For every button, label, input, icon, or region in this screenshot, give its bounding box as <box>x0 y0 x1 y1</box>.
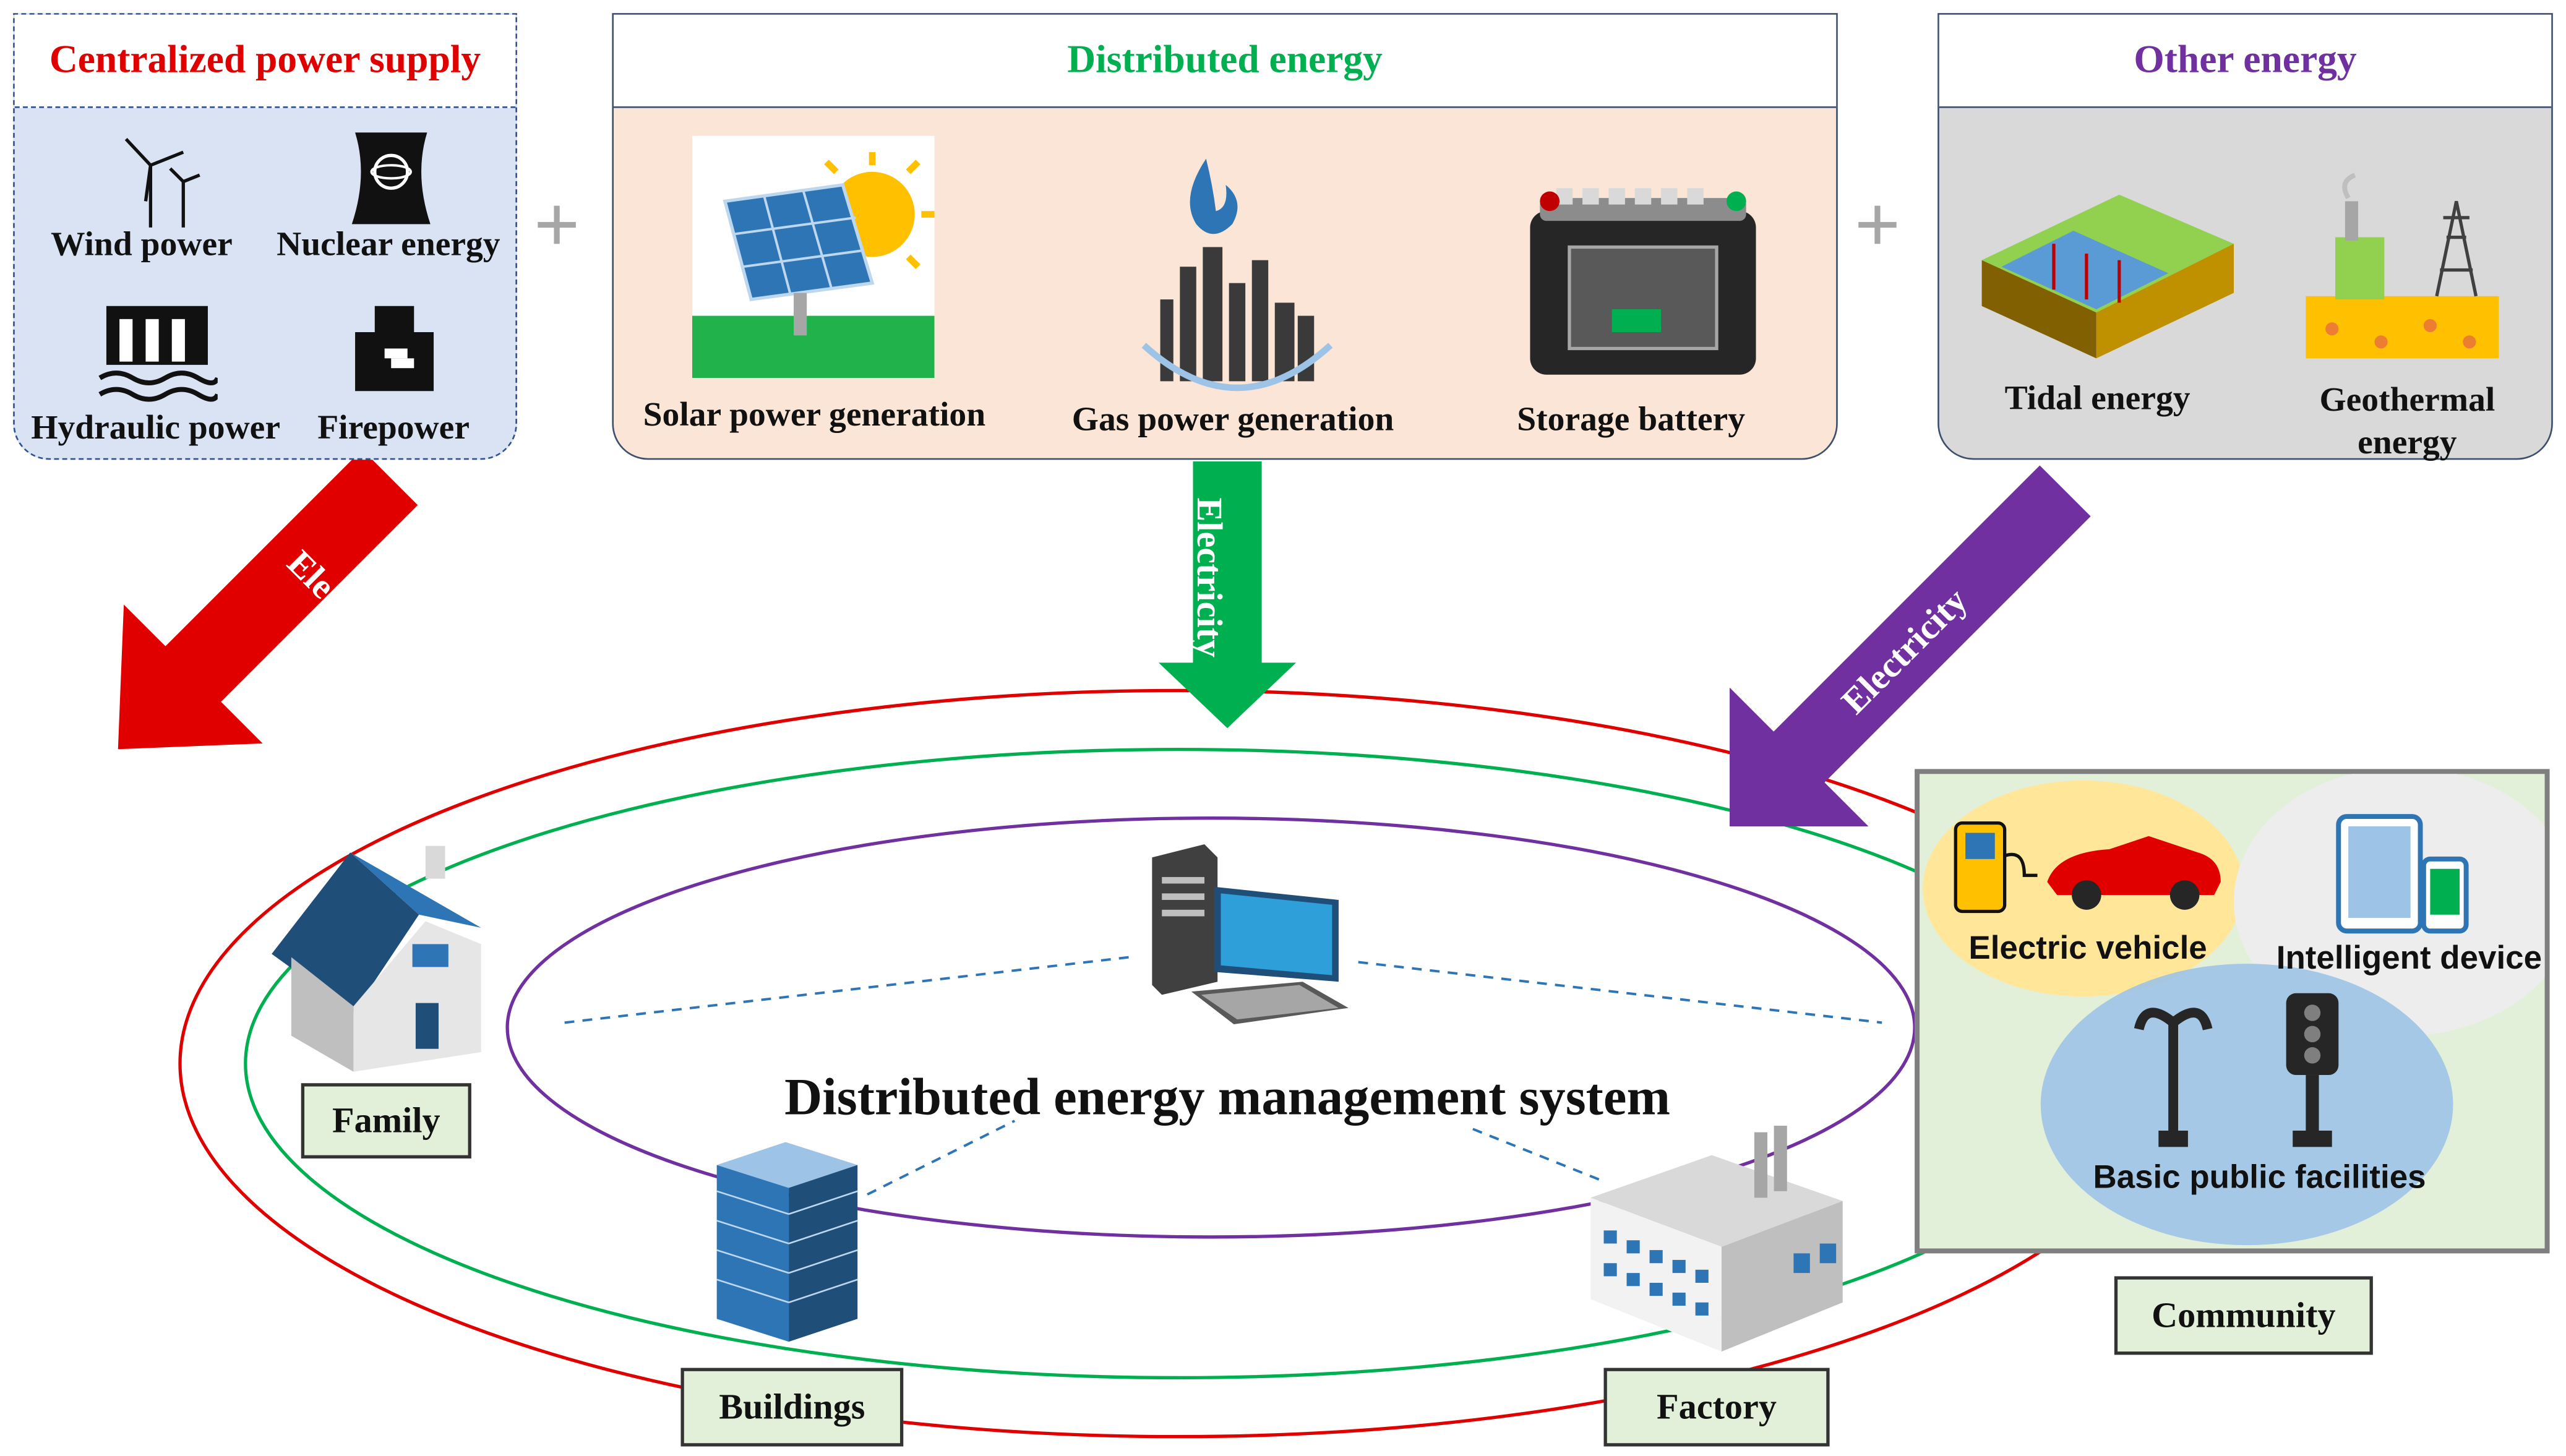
house-icon <box>272 846 481 1072</box>
hydraulic-power-label: Hydraulic power <box>31 407 281 447</box>
plus-icon-right: + <box>1854 178 1901 270</box>
thermal-plant-icon <box>355 306 434 392</box>
solar-power-label: Solar power generation <box>643 394 986 434</box>
public-facilities-label: Basic public facilities <box>2093 1160 2426 1196</box>
centralized-box: Centralized power supply Wind power Nucl… <box>13 13 517 460</box>
plus-icon-left: + <box>533 178 580 270</box>
community-tag: Community <box>2114 1276 2373 1355</box>
intelligent-device-label: Intelligent device <box>2276 941 2542 977</box>
distributed-box: Distributed energy Solar power generatio… <box>612 13 1838 460</box>
buildings-tag: Buildings <box>680 1368 904 1447</box>
geothermal-energy-label: Geothermal energy <box>2319 379 2495 462</box>
factory-icon <box>1590 1126 1843 1352</box>
wind-turbine-icon <box>124 138 200 228</box>
dashed-links <box>564 956 1882 1196</box>
community-box: Electric vehicle Intelligent device Basi… <box>1915 769 2550 1254</box>
inner-ring-purple <box>505 816 1916 1239</box>
other-title: Other energy <box>1939 14 2552 108</box>
storage-battery-label: Storage battery <box>1517 399 1745 439</box>
gas-power-label: Gas power generation <box>1071 399 1394 439</box>
storage-battery-icon <box>1530 188 1756 375</box>
family-tag: Family <box>301 1083 471 1158</box>
building-icon <box>716 1142 858 1342</box>
electric-vehicle-label: Electric vehicle <box>1968 931 2207 967</box>
computer-icon <box>1152 844 1349 1025</box>
gas-plant-icon <box>1141 158 1333 392</box>
factory-tag: Factory <box>1603 1368 1830 1447</box>
centralized-title: Centralized power supply <box>14 14 516 108</box>
distributed-title: Distributed energy <box>614 14 1837 108</box>
arrow-purple-shape <box>1730 465 2091 827</box>
tidal-energy-label: Tidal energy <box>2004 378 2191 418</box>
smart-device-icon <box>2336 814 2469 934</box>
center-title: Distributed energy management system <box>784 1066 1670 1126</box>
arrow-red <box>118 449 418 750</box>
firepower-label: Firepower <box>317 407 470 447</box>
geothermal-icon <box>2306 173 2499 359</box>
tidal-energy-icon <box>1981 194 2234 359</box>
nuclear-plant-icon <box>351 132 431 225</box>
arrow-green <box>1158 461 1297 729</box>
ev-charger-icon <box>1954 821 2221 914</box>
street-lamp-icon <box>2134 1008 2213 1147</box>
solar-panel-icon <box>692 135 935 379</box>
arrow-label-middle: Electricity <box>1189 497 1230 658</box>
other-box: Other energy Tidal energy Geothermal ene… <box>1937 13 2553 462</box>
wind-power-label: Wind power <box>51 224 233 263</box>
hydropower-dam-icon <box>98 306 218 402</box>
traffic-light-icon <box>2286 993 2339 1147</box>
nuclear-energy-label: Nuclear energy <box>277 224 500 263</box>
